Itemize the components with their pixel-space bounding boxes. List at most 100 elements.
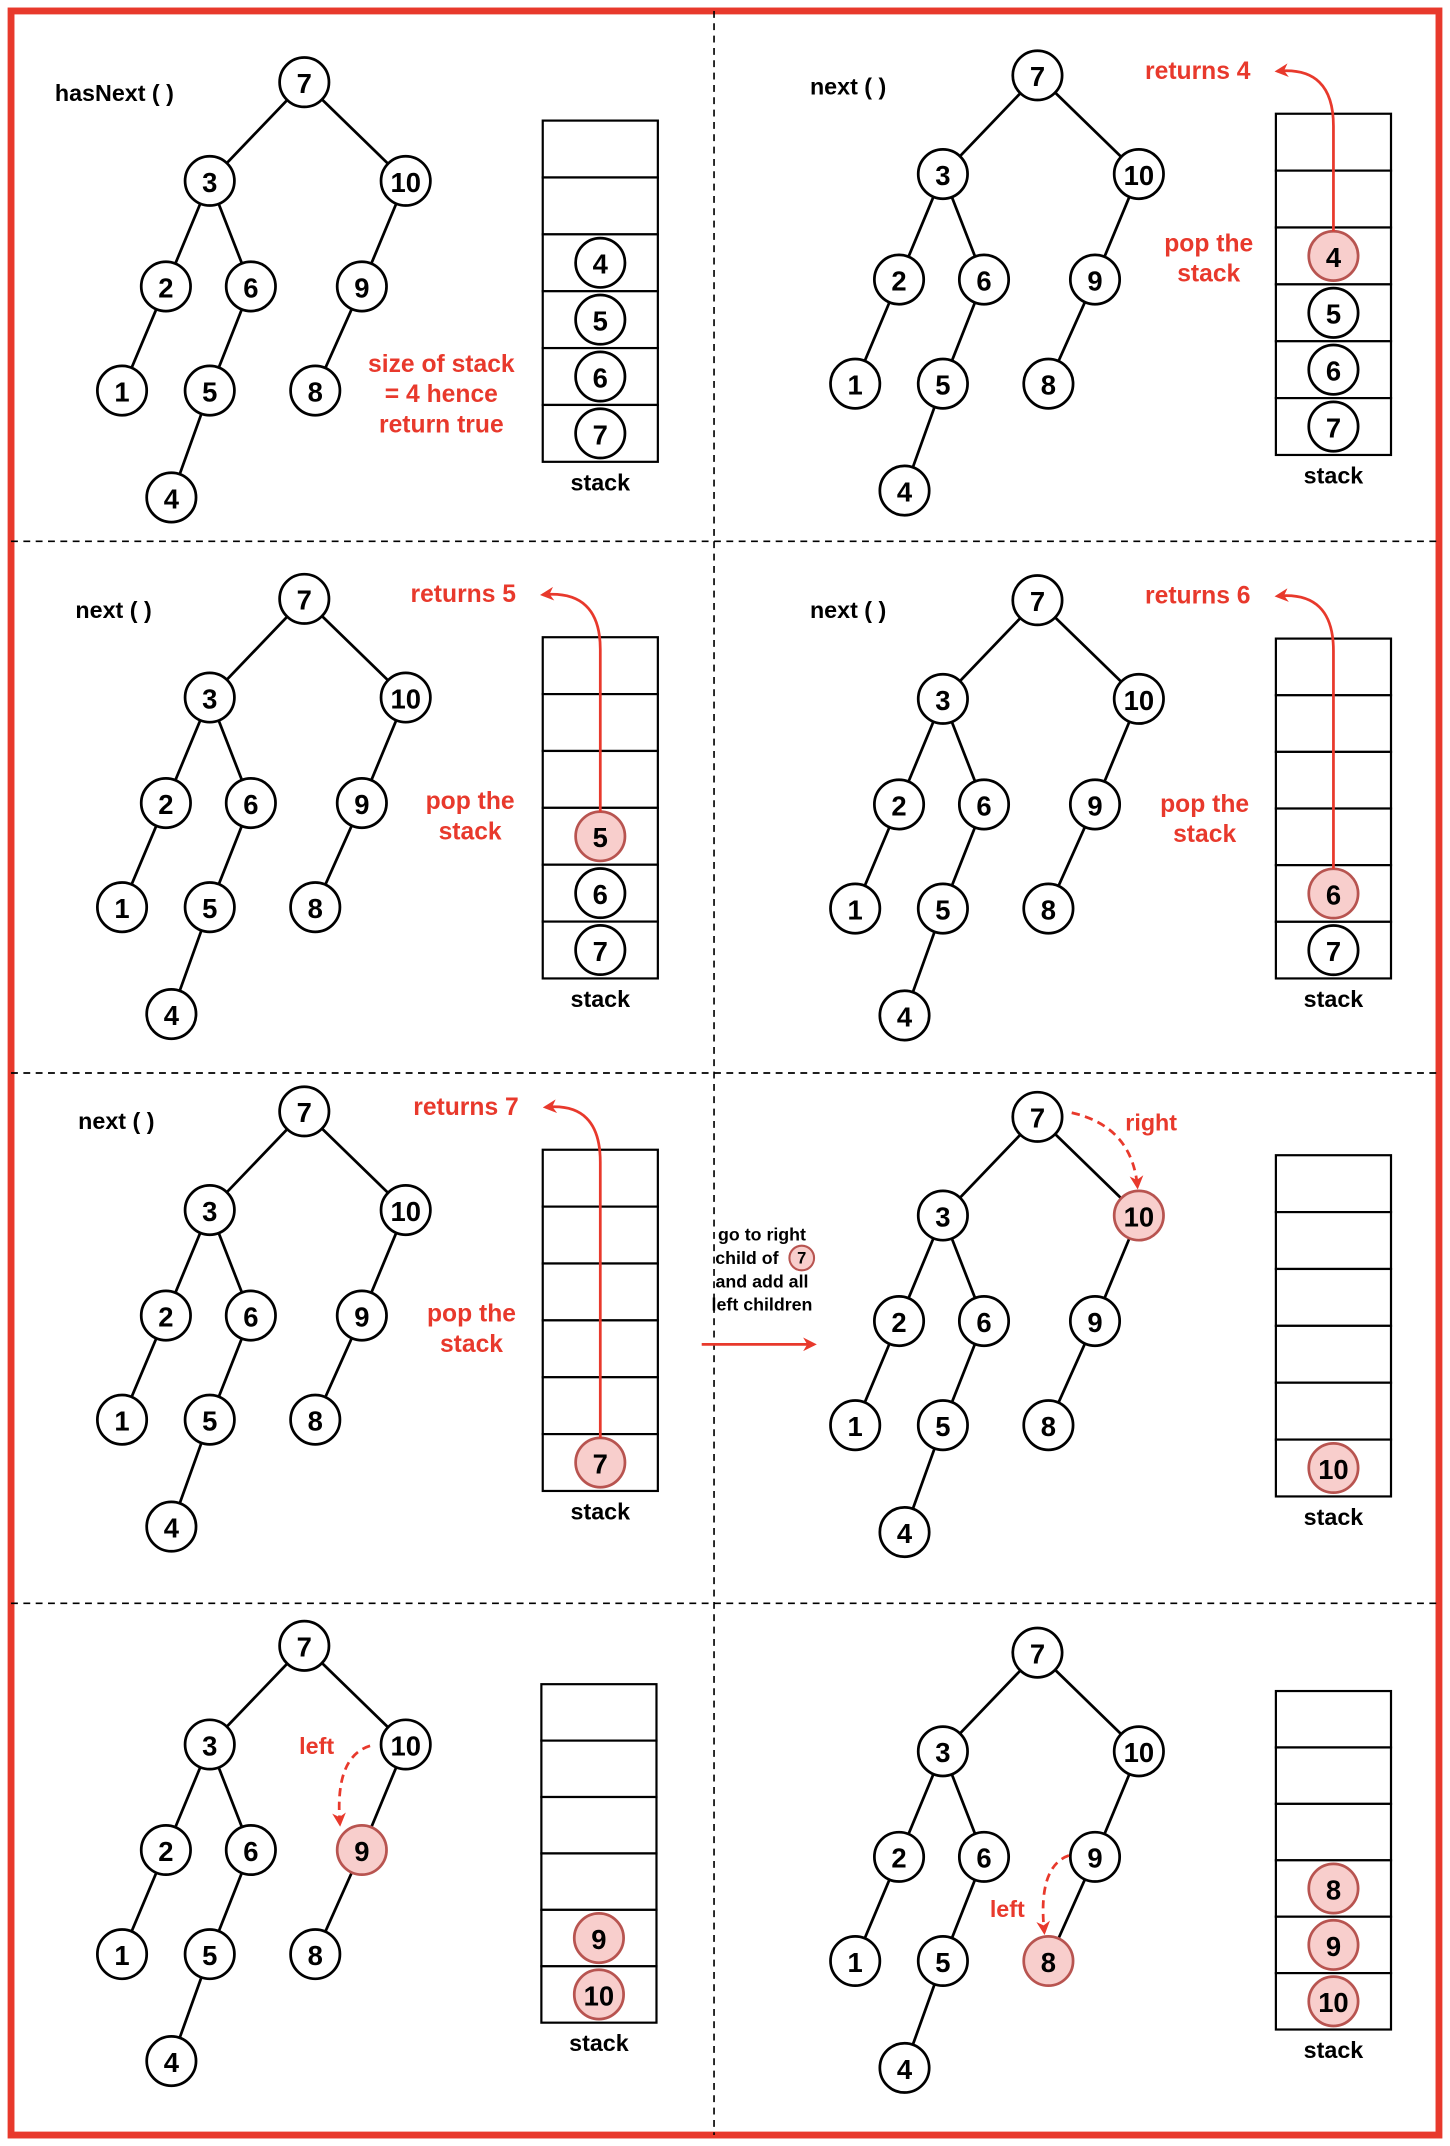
node-circle (878, 989, 931, 1042)
tree-node-10: 10 (1112, 1725, 1165, 1778)
tree-node-2: 2 (139, 260, 192, 313)
stack-item-7: 7 (574, 1436, 627, 1489)
node-label: 6 (593, 362, 608, 393)
node-circle (335, 1823, 388, 1877)
node-label: 8 (1041, 370, 1056, 401)
node-label: 8 (308, 1406, 323, 1437)
node-label: 9 (354, 272, 369, 303)
node-label: 9 (354, 1836, 369, 1867)
stack-item-7: 7 (574, 407, 627, 460)
stack-label: stack (571, 986, 631, 1012)
node-circle (139, 260, 192, 313)
node-label: 6 (976, 790, 991, 821)
node-circle (1112, 672, 1165, 725)
node-circle (278, 572, 331, 625)
tree-node-4: 4 (145, 471, 198, 524)
stack-cell (1274, 1746, 1393, 1805)
node-circle (224, 777, 277, 830)
tree-node-9: 9 (1068, 1830, 1122, 1883)
direction-label: left (299, 1733, 334, 1759)
node-label: 1 (848, 370, 863, 401)
node-circle (96, 364, 149, 417)
stack-item-10: 10 (1307, 1441, 1360, 1495)
tree-node-4: 4 (878, 464, 931, 517)
tree-node-9: 9 (335, 260, 388, 313)
stack-item-8: 8 (1307, 1862, 1360, 1915)
node-circle (289, 1393, 342, 1446)
stack-cell (541, 119, 659, 179)
method-title: next ( ) (78, 1108, 154, 1134)
pop-label: pop the (426, 788, 515, 815)
node-label: 4 (164, 1512, 180, 1543)
node-label: 5 (202, 1940, 217, 1971)
return-arrow (542, 1099, 602, 1438)
node-circle (1011, 49, 1064, 102)
tree-node-2: 2 (139, 1823, 192, 1877)
node-circle (829, 357, 882, 410)
node-label: 6 (243, 272, 258, 303)
tree-node-9: 9 (335, 1823, 388, 1877)
tree-node-5: 5 (183, 1928, 236, 1981)
node-label: 1 (848, 894, 863, 925)
tree-node-1: 1 (96, 881, 149, 934)
node-label: 3 (202, 1196, 217, 1227)
stack-item-7: 7 (1307, 924, 1360, 977)
tree-node-5: 5 (916, 1934, 969, 1988)
node-label: 5 (935, 894, 950, 925)
node-circle (916, 148, 969, 201)
tree-node-4: 4 (145, 988, 198, 1041)
node-circle (379, 1718, 432, 1771)
node-label: 7 (297, 1632, 312, 1663)
tree-node-1: 1 (829, 1399, 882, 1452)
note-text: return true (379, 411, 504, 438)
node-label: 10 (1124, 160, 1154, 191)
stack-item-6: 6 (574, 867, 627, 920)
node-circle (145, 2035, 198, 2088)
node-circle (1011, 574, 1064, 627)
node-circle (183, 1393, 236, 1446)
transition-text: and add all (716, 1271, 809, 1291)
node-label: 4 (897, 476, 913, 507)
node-circle (878, 464, 931, 517)
tree-node-10: 10 (1112, 672, 1165, 725)
node-label: 4 (164, 2047, 180, 2078)
node-circle (957, 1830, 1011, 1883)
stack-item-9: 9 (572, 1912, 625, 1965)
tree-node-3: 3 (916, 1725, 969, 1778)
stack-label: stack (1304, 1504, 1364, 1530)
node-circle (572, 1968, 625, 2021)
pop-label: pop the (1160, 791, 1249, 818)
stack-cell (540, 1739, 658, 1799)
transition-text: go to right (718, 1225, 806, 1245)
node-circle (788, 1244, 816, 1272)
pop-label: pop the (427, 1301, 516, 1328)
tree-node-1: 1 (829, 357, 882, 410)
tree-node-4: 4 (878, 1506, 931, 1559)
node-label: 9 (1087, 1843, 1102, 1874)
node-circle (873, 1295, 926, 1348)
stack-item-9: 9 (1307, 1918, 1360, 1971)
tree-node-6: 6 (224, 1823, 277, 1877)
node-circle (1307, 1975, 1360, 2028)
node-circle (916, 357, 969, 410)
stack-cell (541, 176, 659, 236)
node-circle (289, 1928, 342, 1981)
node-circle (1011, 1626, 1064, 1679)
node-circle (335, 777, 388, 830)
node-circle (183, 1928, 236, 1981)
tree-node-6: 6 (224, 777, 277, 830)
node-label: 3 (935, 1201, 950, 1232)
tree-node-8: 8 (289, 364, 342, 417)
tree-node-6: 6 (957, 1295, 1011, 1348)
node-circle (183, 671, 236, 724)
node-circle (916, 882, 969, 935)
